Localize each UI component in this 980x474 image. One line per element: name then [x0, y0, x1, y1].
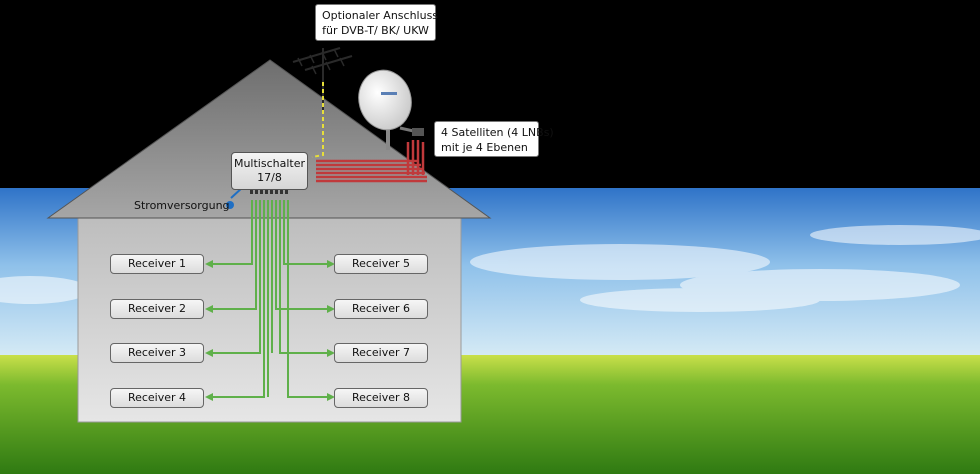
satellite-note-line2: mit je 4 Ebenen: [441, 141, 528, 154]
satellite-cables: [316, 159, 427, 183]
house-wall: [77, 215, 462, 423]
satellite-note: 4 Satelliten (4 LNBs) mit je 4 Ebenen: [434, 121, 554, 157]
power-connector: [226, 201, 234, 209]
receiver-arrowheads: [205, 260, 335, 401]
power-supply-label: Stromversorgung: [134, 199, 230, 212]
multiswitch-box: Multischalter 17/8: [231, 152, 308, 190]
receiver-1: Receiver 1: [110, 254, 204, 274]
clouds: [0, 225, 980, 312]
multiswitch-line2: 17/8: [257, 171, 282, 184]
multiswitch-ports: [250, 190, 288, 194]
receiver-5: Receiver 5: [334, 254, 428, 274]
satellite-note-line1: 4 Satelliten (4 LNBs): [441, 126, 554, 139]
terrestrial-cable: [311, 82, 324, 158]
receiver-8: Receiver 8: [334, 388, 428, 408]
receiver-4: Receiver 4: [110, 388, 204, 408]
receiver-2: Receiver 2: [110, 299, 204, 319]
receiver-6: Receiver 6: [334, 299, 428, 319]
terrestrial-connection-note: Optionaler Anschluss für DVB-T/ BK/ UKW: [315, 4, 439, 41]
terrestrial-note-line1: Optionaler Anschluss: [322, 9, 439, 22]
multiswitch-line1: Multischalter: [233, 157, 306, 170]
receiver-cables: [207, 200, 333, 398]
receiver-7: Receiver 7: [334, 343, 428, 363]
terrestrial-note-line2: für DVB-T/ BK/ UKW: [322, 24, 429, 37]
receiver-3: Receiver 3: [110, 343, 204, 363]
satellite-dish-icon: [358, 69, 424, 150]
